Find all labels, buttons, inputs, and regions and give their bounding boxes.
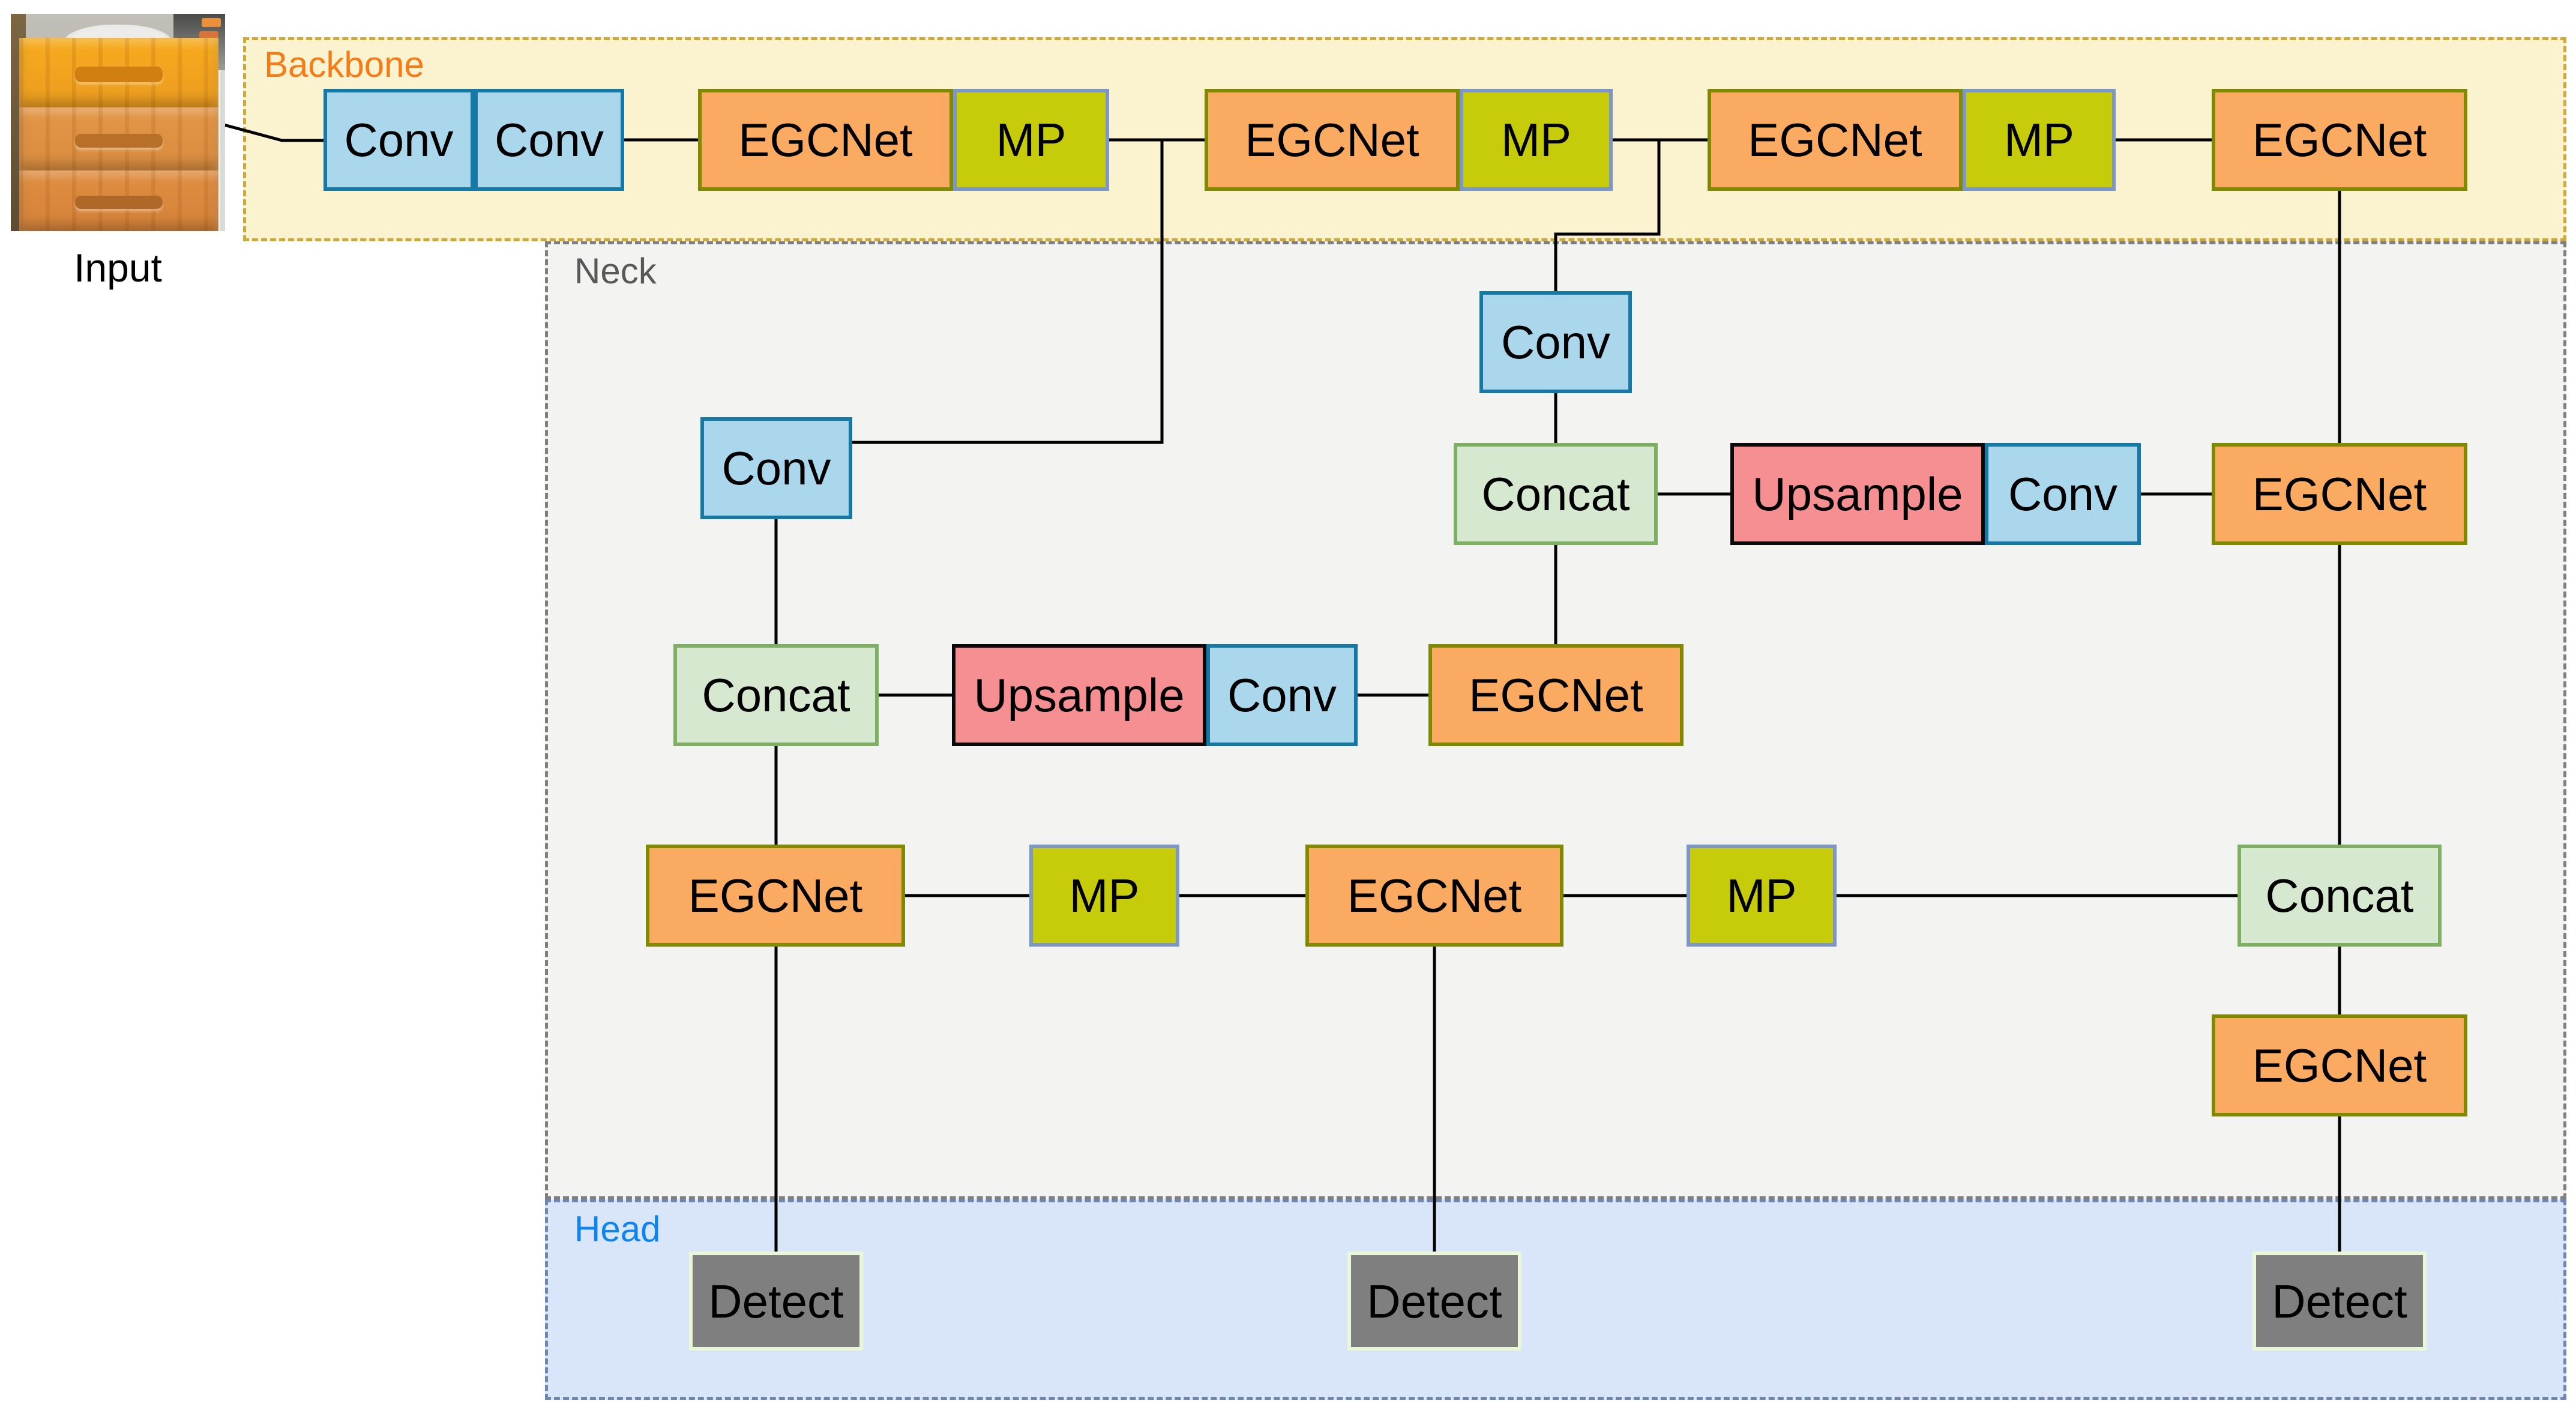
photo-crate-middle [19, 107, 219, 170]
node-neck-concat-b: Concat [1454, 443, 1658, 545]
node-neck-upsample-c: Upsample [952, 644, 1206, 746]
upsample-label: Upsample [974, 669, 1185, 722]
head-region: Head [545, 1199, 2566, 1400]
photo-crate-top [19, 37, 219, 107]
photo-label-sticker [201, 18, 221, 27]
node-backbone-mp-2: MP [1460, 89, 1613, 191]
node-neck-egcnet-c: EGCNet [1428, 644, 1684, 746]
backbone-region-label: Backbone [264, 44, 424, 85]
conv-label: Conv [721, 442, 831, 495]
node-neck-egcnet-d1: EGCNet [646, 845, 905, 947]
node-backbone-conv-1: Conv [324, 89, 474, 191]
node-head-detect-2: Detect [1347, 1252, 1521, 1351]
node-backbone-mp-3: MP [1963, 89, 2116, 191]
conv-label: Conv [494, 113, 604, 166]
node-neck-concat-d: Concat [2237, 845, 2442, 947]
mp-label: MP [2004, 113, 2074, 166]
egcnet-label: EGCNet [1469, 669, 1643, 722]
conv-label: Conv [1227, 669, 1337, 722]
node-neck-egcnet-e: EGCNet [2212, 1014, 2467, 1116]
egcnet-label: EGCNet [2252, 113, 2427, 166]
egcnet-label: EGCNet [738, 113, 913, 166]
conv-label: Conv [344, 113, 454, 166]
conv-label: Conv [2008, 468, 2118, 520]
mp-label: MP [1501, 113, 1571, 166]
node-neck-mp-d1: MP [1029, 845, 1179, 947]
detect-label: Detect [2272, 1274, 2407, 1328]
mp-label: MP [1726, 869, 1797, 922]
node-neck-conv-upper: Conv [1479, 291, 1632, 393]
node-neck-egcnet-d2: EGCNet [1305, 845, 1563, 947]
node-backbone-egcnet-1: EGCNet [698, 89, 953, 191]
head-region-label: Head [574, 1209, 661, 1249]
connector-branch1-to-conv-left [852, 140, 1164, 444]
node-neck-upsample-b: Upsample [1730, 443, 1985, 545]
input-caption: Input [74, 246, 162, 290]
crate-handle [75, 67, 163, 82]
node-backbone-egcnet-2: EGCNet [1205, 89, 1460, 191]
node-head-detect-1: Detect [689, 1252, 863, 1351]
node-neck-conv-left: Conv [700, 417, 852, 519]
node-neck-conv-b: Conv [1985, 443, 2141, 545]
neck-region-label: Neck [574, 251, 657, 291]
crate-handle [75, 196, 163, 209]
node-head-detect-3: Detect [2252, 1252, 2427, 1351]
mp-label: MP [1069, 869, 1140, 922]
egcnet-label: EGCNet [1748, 113, 1922, 166]
photo-crate-bottom [19, 170, 219, 231]
egcnet-label: EGCNet [688, 869, 863, 922]
egcnet-label: EGCNet [1347, 869, 1522, 922]
concat-label: Concat [2265, 869, 2414, 922]
node-neck-conv-c: Conv [1206, 644, 1358, 746]
input-photo [11, 14, 225, 231]
node-neck-concat-c: Concat [673, 644, 879, 746]
node-backbone-mp-1: MP [953, 89, 1109, 191]
crate-handle [75, 133, 163, 148]
connector-input-to-conv1 [219, 122, 324, 142]
conv-label: Conv [1500, 316, 1611, 369]
node-neck-mp-d2: MP [1687, 845, 1837, 947]
node-backbone-conv-2: Conv [474, 89, 624, 191]
node-backbone-egcnet-4: EGCNet [2212, 89, 2467, 191]
detect-label: Detect [708, 1274, 844, 1328]
node-neck-egcnet-b: EGCNet [2212, 443, 2467, 545]
egcnet-label: EGCNet [2252, 1039, 2427, 1092]
concat-label: Concat [1481, 468, 1630, 520]
upsample-label: Upsample [1752, 468, 1963, 520]
photo-label-sticker [199, 31, 219, 40]
concat-label: Concat [702, 669, 850, 722]
connector-branch2-to-conv-upper [1554, 140, 1661, 291]
egcnet-label: EGCNet [1245, 113, 1419, 166]
detect-label: Detect [1367, 1274, 1502, 1328]
node-backbone-egcnet-3: EGCNet [1708, 89, 1963, 191]
egcnet-label: EGCNet [2252, 468, 2427, 520]
mp-label: MP [996, 113, 1067, 166]
